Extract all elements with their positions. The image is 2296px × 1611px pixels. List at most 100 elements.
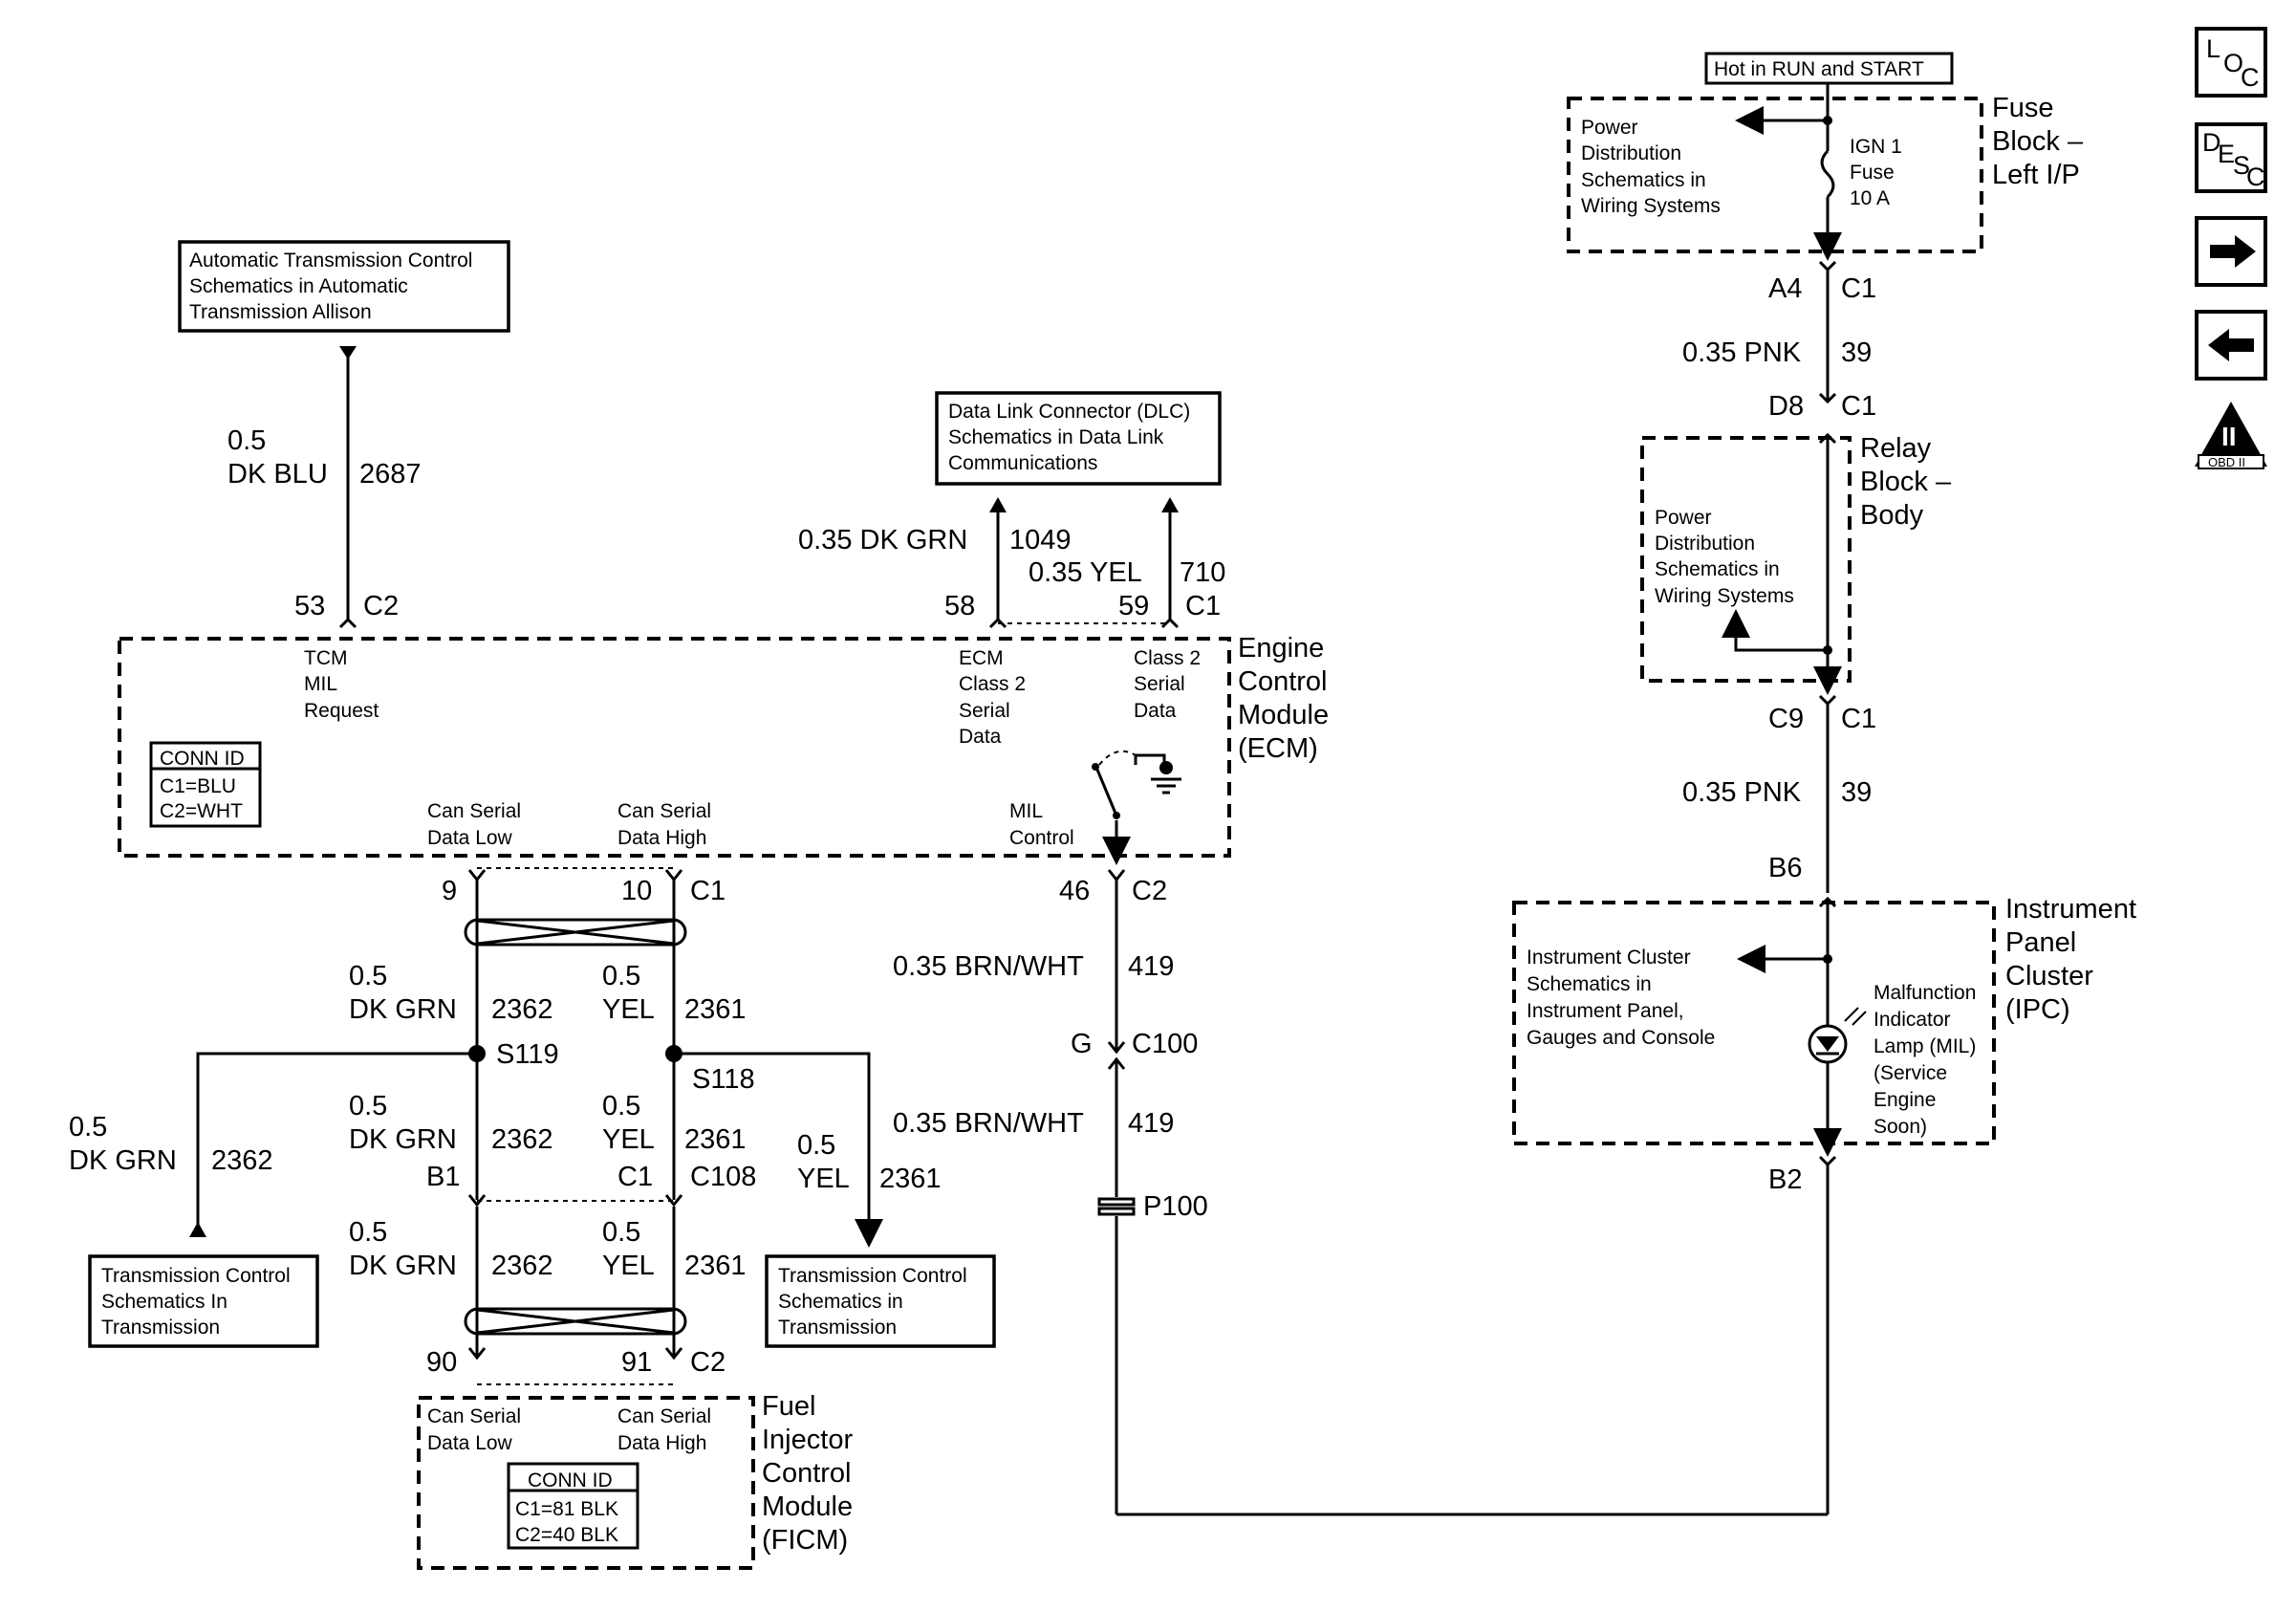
svg-text:2687: 2687 bbox=[359, 459, 422, 490]
obd2-button[interactable]: II OBD II bbox=[2195, 402, 2267, 469]
svg-text:C2=40 BLK: C2=40 BLK bbox=[515, 1524, 618, 1546]
wire-2687: 0.5 DK BLU 2687 53 C2 bbox=[227, 346, 422, 629]
svg-text:0.5: 0.5 bbox=[797, 1130, 835, 1161]
svg-text:Power: Power bbox=[1655, 507, 1712, 529]
svg-text:Control: Control bbox=[762, 1458, 852, 1489]
svg-text:S119: S119 bbox=[496, 1039, 559, 1070]
svg-text:46: 46 bbox=[1059, 876, 1090, 906]
svg-text:0.5: 0.5 bbox=[602, 1091, 640, 1121]
ref-box-trans-allison[interactable]: Automatic Transmission Control Schematic… bbox=[178, 240, 510, 333]
svg-text:0.35 PNK: 0.35 PNK bbox=[1682, 337, 1802, 368]
svg-text:E: E bbox=[2218, 140, 2235, 168]
next-arrow-button[interactable] bbox=[2195, 216, 2267, 287]
svg-text:P100: P100 bbox=[1143, 1191, 1208, 1222]
svg-text:B6: B6 bbox=[1768, 853, 1802, 883]
svg-text:Panel: Panel bbox=[2005, 927, 2076, 958]
svg-text:Serial: Serial bbox=[1134, 673, 1185, 695]
svg-text:(Service: (Service bbox=[1874, 1062, 1947, 1084]
svg-text:0.5: 0.5 bbox=[69, 1112, 107, 1143]
svg-text:Schematics in: Schematics in bbox=[1655, 558, 1780, 580]
svg-text:CONN ID: CONN ID bbox=[160, 748, 245, 770]
svg-text:Module: Module bbox=[762, 1491, 853, 1522]
svg-text:0.35 DK GRN: 0.35 DK GRN bbox=[798, 525, 967, 555]
fuse-block-left-ip: Fuse Block – Left I/P Power Distribution… bbox=[1567, 83, 2084, 261]
mil-lamp: Malfunction Indicator Lamp (MIL) (Servic… bbox=[1808, 982, 1976, 1138]
svg-text:Malfunction: Malfunction bbox=[1874, 982, 1976, 1004]
svg-text:Instrument Panel,: Instrument Panel, bbox=[1527, 1000, 1684, 1022]
svg-text:Schematics In: Schematics In bbox=[101, 1291, 227, 1313]
svg-text:53: 53 bbox=[294, 591, 325, 621]
svg-text:0.35 YEL: 0.35 YEL bbox=[1029, 557, 1142, 588]
svg-text:C2: C2 bbox=[363, 591, 399, 621]
svg-text:2362: 2362 bbox=[211, 1145, 273, 1176]
svg-text:C1=81 BLK: C1=81 BLK bbox=[515, 1498, 618, 1520]
ecm-conn-id: CONN ID C1=BLU C2=WHT bbox=[149, 741, 262, 828]
svg-text:2361: 2361 bbox=[684, 994, 747, 1025]
svg-text:Control: Control bbox=[1009, 827, 1074, 849]
svg-text:Body: Body bbox=[1860, 500, 1924, 531]
power-distribution-ref-relay[interactable]: Power Distribution Schematics in Wiring … bbox=[1655, 507, 1794, 607]
svg-text:S118: S118 bbox=[692, 1064, 755, 1095]
svg-text:DK GRN: DK GRN bbox=[349, 1251, 457, 1281]
svg-text:Injector: Injector bbox=[762, 1425, 853, 1455]
svg-text:Schematics in Automatic: Schematics in Automatic bbox=[189, 275, 408, 297]
svg-text:Data: Data bbox=[959, 726, 1002, 748]
svg-text:B1: B1 bbox=[426, 1162, 460, 1192]
svg-text:Cluster: Cluster bbox=[2005, 961, 2093, 991]
svg-text:D: D bbox=[2202, 128, 2221, 157]
svg-text:0.5: 0.5 bbox=[602, 961, 640, 991]
ref-box-trans-right[interactable]: Transmission Control Schematics in Trans… bbox=[765, 1254, 996, 1348]
svg-text:C1: C1 bbox=[1841, 704, 1876, 734]
svg-text:C1: C1 bbox=[1841, 273, 1876, 304]
svg-text:TCM: TCM bbox=[304, 647, 348, 669]
twisted-pair-top bbox=[464, 918, 687, 947]
svg-text:Class 2: Class 2 bbox=[959, 673, 1026, 695]
power-distribution-ref-fuse[interactable]: Power Distribution Schematics in Wiring … bbox=[1581, 117, 1721, 217]
svg-text:Distribution: Distribution bbox=[1581, 142, 1681, 164]
svg-text:2361: 2361 bbox=[684, 1124, 747, 1155]
wire-710: 0.35 YEL 710 59 C1 bbox=[1029, 497, 1225, 629]
svg-text:Serial: Serial bbox=[959, 700, 1010, 722]
svg-text:Data High: Data High bbox=[617, 827, 706, 849]
ref-box-dlc[interactable]: Data Link Connector (DLC) Schematics in … bbox=[935, 391, 1222, 486]
svg-text:2361: 2361 bbox=[684, 1251, 747, 1281]
svg-text:419: 419 bbox=[1128, 951, 1174, 982]
svg-text:DK GRN: DK GRN bbox=[69, 1145, 177, 1176]
svg-text:Transmission Control: Transmission Control bbox=[101, 1265, 291, 1287]
svg-text:Fuse: Fuse bbox=[1850, 162, 1895, 184]
svg-text:C2=WHT: C2=WHT bbox=[160, 800, 243, 822]
svg-text:Class 2: Class 2 bbox=[1134, 647, 1201, 669]
svg-text:Transmission Control: Transmission Control bbox=[778, 1265, 967, 1287]
svg-text:Schematics in: Schematics in bbox=[1527, 973, 1652, 995]
svg-text:Distribution: Distribution bbox=[1655, 533, 1755, 555]
svg-text:0.5: 0.5 bbox=[349, 1091, 387, 1121]
svg-text:Soon): Soon) bbox=[1874, 1116, 1927, 1138]
svg-text:G: G bbox=[1071, 1029, 1093, 1059]
svg-text:YEL: YEL bbox=[602, 1124, 655, 1155]
svg-text:O: O bbox=[2223, 49, 2243, 77]
svg-text:L: L bbox=[2206, 34, 2220, 63]
svg-text:Communications: Communications bbox=[948, 452, 1097, 474]
prev-arrow-button[interactable] bbox=[2195, 310, 2267, 381]
svg-text:MIL: MIL bbox=[1009, 800, 1043, 822]
svg-text:B2: B2 bbox=[1768, 1165, 1802, 1195]
svg-text:S: S bbox=[2233, 151, 2250, 180]
loc-button[interactable]: L O C bbox=[2195, 27, 2267, 98]
svg-text:Automatic Transmission Control: Automatic Transmission Control bbox=[189, 250, 472, 272]
svg-text:Power: Power bbox=[1581, 117, 1638, 139]
svg-text:MIL: MIL bbox=[304, 673, 337, 695]
hot-in-run-start-label: Hot in RUN and START bbox=[1704, 52, 1954, 85]
svg-text:58: 58 bbox=[944, 591, 975, 621]
svg-text:2362: 2362 bbox=[491, 994, 553, 1025]
svg-text:Transmission: Transmission bbox=[778, 1317, 897, 1339]
instrument-panel-cluster: Instrument Panel Cluster (IPC) Instrumen… bbox=[1512, 894, 2136, 1157]
svg-text:C2: C2 bbox=[690, 1347, 726, 1378]
svg-text:Schematics in Data Link: Schematics in Data Link bbox=[948, 426, 1164, 448]
svg-text:0.5: 0.5 bbox=[349, 1217, 387, 1248]
ref-box-trans-left[interactable]: Transmission Control Schematics In Trans… bbox=[88, 1254, 319, 1348]
instrument-cluster-ref[interactable]: Instrument Cluster Schematics in Instrum… bbox=[1527, 947, 1715, 1049]
svg-text:2362: 2362 bbox=[491, 1251, 553, 1281]
desc-button[interactable]: D E S C bbox=[2195, 122, 2267, 193]
relay-block-body: Relay Block – Body Power Distribution Sc… bbox=[1640, 433, 1952, 695]
